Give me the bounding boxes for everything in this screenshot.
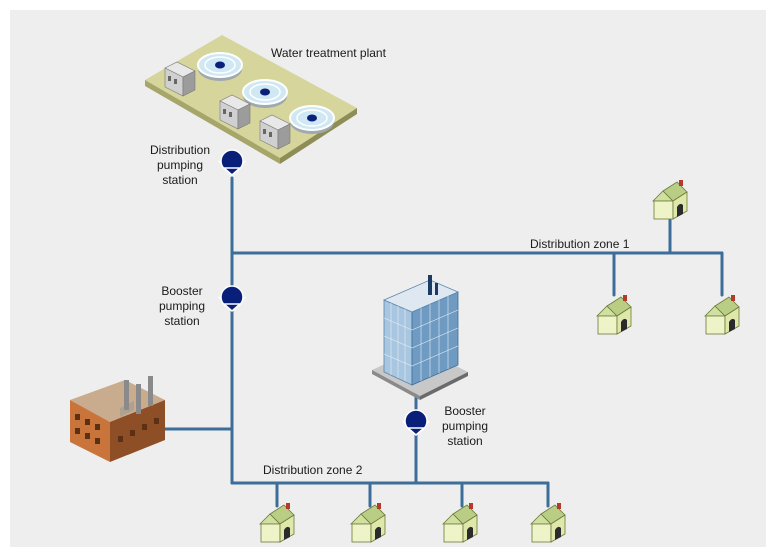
house-icon <box>530 502 566 543</box>
office-tower-icon <box>372 275 468 400</box>
distribution-pumping-station-label: Distribution pumping station <box>149 143 211 187</box>
plant-label: Water treatment plant <box>271 46 386 60</box>
house-icon <box>596 294 632 335</box>
distribution-zone-1-label: Distribution zone 1 <box>530 237 630 251</box>
pipe-network <box>163 176 724 508</box>
booster-pump-left-icon <box>219 285 245 312</box>
distribution-zone-2-label: Distribution zone 2 <box>263 463 363 477</box>
house-icon <box>350 502 386 543</box>
booster-pumping-station-right-label: Booster pumping station <box>441 404 489 448</box>
house-icon <box>259 502 295 543</box>
house-icon <box>442 502 478 543</box>
house-icon <box>652 179 688 220</box>
factory-icon <box>70 376 165 462</box>
booster-pumping-station-left-label: Booster pumping station <box>158 284 206 328</box>
distribution-pump-icon <box>219 149 245 176</box>
water-treatment-plant-icon <box>145 35 357 164</box>
house-icon <box>704 294 740 335</box>
diagram-panel <box>10 10 766 547</box>
booster-pump-right-icon <box>403 409 429 436</box>
